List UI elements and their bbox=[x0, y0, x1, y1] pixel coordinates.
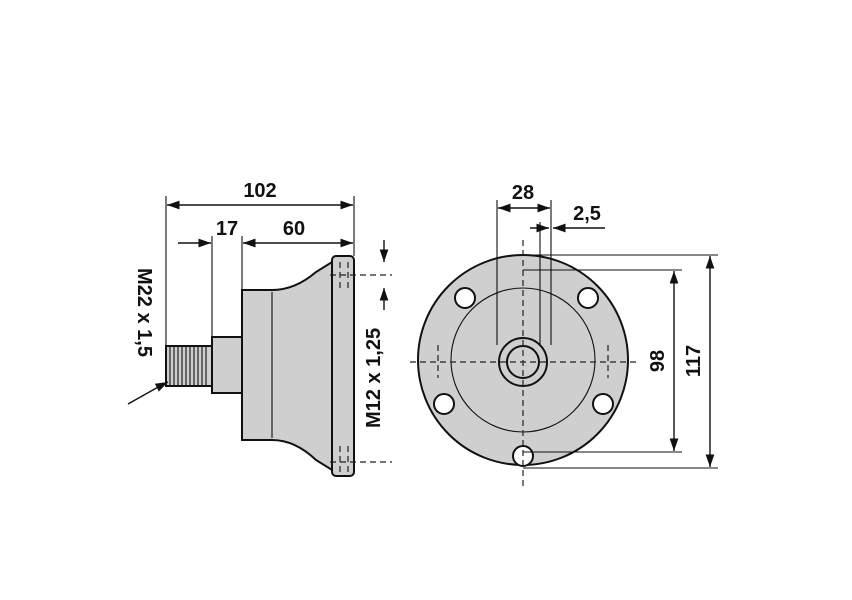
side-view bbox=[165, 255, 392, 477]
side-dimensions bbox=[127, 196, 389, 405]
dim-pitch-circle: 98 bbox=[647, 350, 669, 372]
hub-body bbox=[241, 260, 333, 472]
bolt-hole bbox=[454, 287, 476, 309]
dim-flange-diameter: 117 bbox=[683, 345, 705, 377]
bolt-hole bbox=[577, 287, 599, 309]
dim-spigot-length: 17 bbox=[216, 218, 238, 240]
dim-thread-shaft: M22 x 1,5 bbox=[133, 268, 155, 357]
bolt-hole bbox=[433, 393, 455, 415]
front-dimensions bbox=[496, 200, 718, 469]
dim-overall-length: 102 bbox=[243, 180, 276, 202]
bolt-hole bbox=[592, 393, 614, 415]
dim-body-length: 60 bbox=[283, 218, 305, 240]
thread-hatching bbox=[169, 346, 207, 386]
front-view bbox=[410, 240, 638, 486]
threaded-shaft bbox=[165, 345, 213, 387]
dim-bore-diameter: 28 bbox=[512, 182, 534, 204]
hub-flange bbox=[331, 255, 355, 477]
dim-thread-bolt-holes: M12 x 1,25 bbox=[363, 328, 385, 428]
dim-offset: 2,5 bbox=[573, 203, 601, 225]
shaft-collar bbox=[211, 336, 243, 394]
